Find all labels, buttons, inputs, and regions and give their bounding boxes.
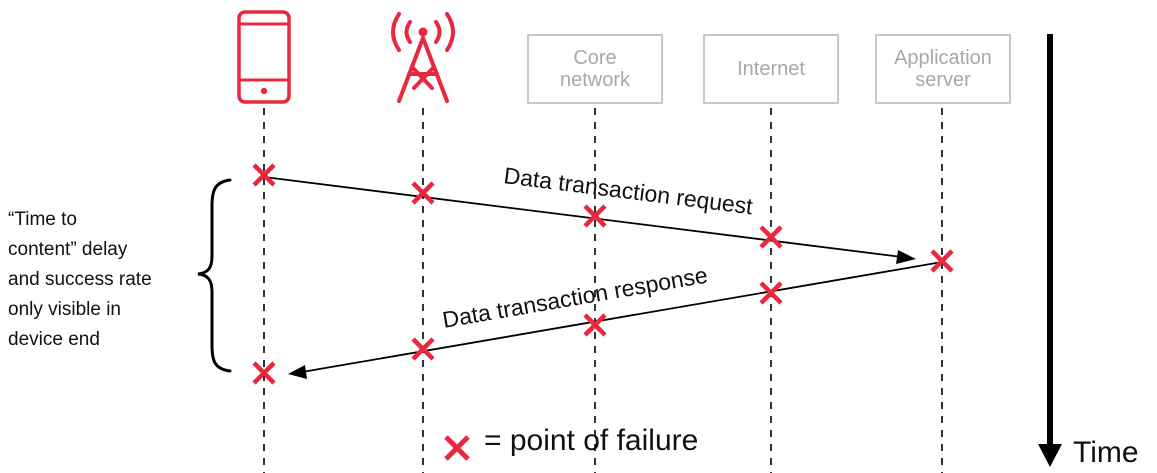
application-server-box: Application server: [875, 34, 1011, 104]
core-network-box: Core network: [527, 34, 663, 104]
response-arrowhead: [288, 365, 307, 379]
failure-cross-icon: [759, 225, 783, 249]
cell-tower-icon: [391, 12, 455, 103]
failure-cross-icon: [583, 204, 607, 228]
time-axis-label: Time: [1073, 436, 1139, 469]
response-arrow-line: [301, 261, 943, 373]
failure-cross-icon: [930, 249, 954, 273]
failure-cross-icon: [411, 337, 435, 361]
curly-brace: [197, 178, 232, 373]
red-cross-icon: [444, 435, 470, 461]
failure-cross-icon: [252, 361, 276, 385]
failure-cross-icon: [759, 281, 783, 305]
delay-note: “Time to content” delay and success rate…: [8, 209, 152, 350]
failure-cross-icon: [411, 181, 435, 205]
internet-box: Internet: [703, 34, 839, 104]
legend-label: = point of failure: [484, 424, 699, 457]
time-axis-arrowhead: [1038, 444, 1062, 467]
request-arrow-line: [263, 176, 903, 258]
failure-cross-icon: [252, 163, 276, 187]
failure-cross-icon: [583, 313, 607, 337]
response-label: Data transaction response: [440, 262, 709, 333]
request-arrowhead: [896, 250, 916, 264]
mobile-phone-icon: [237, 10, 291, 104]
